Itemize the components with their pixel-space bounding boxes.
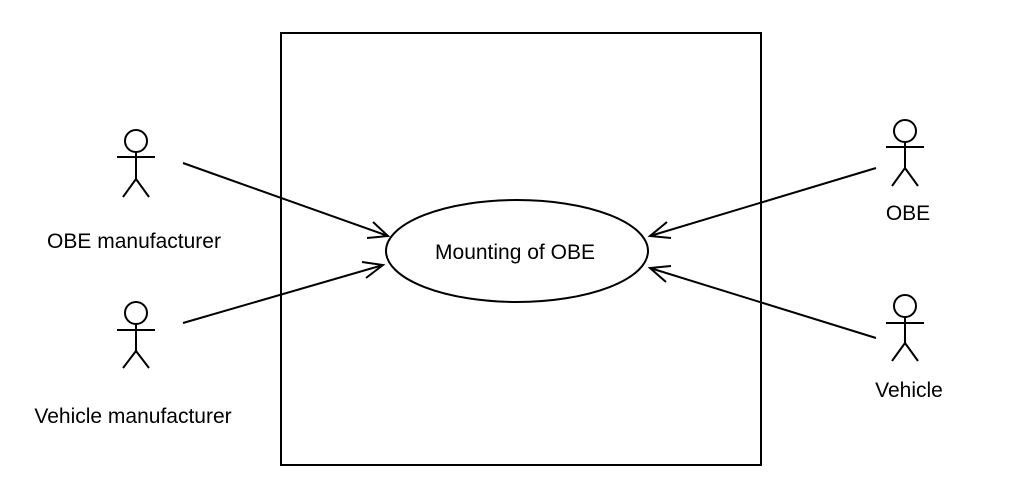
association-vehicle	[647, 265, 877, 339]
use-case-label: Mounting of OBE	[435, 241, 595, 264]
system-boundary	[280, 32, 762, 466]
actor-obe-manufacturer-label: OBE manufacturer	[47, 230, 221, 253]
use-case-ellipse	[385, 199, 649, 303]
actor-obe-label: OBE	[886, 202, 930, 225]
actor-vehicle-manufacturer	[117, 301, 155, 369]
association-vehicle-manufacturer	[182, 261, 386, 324]
actor-obe	[886, 119, 924, 187]
association-obe	[647, 167, 877, 239]
association-obe-manufacturer	[182, 162, 391, 239]
actor-vehicle-label: Vehicle	[875, 379, 943, 402]
actor-vehicle-manufacturer-label: Vehicle manufacturer	[34, 405, 231, 428]
actor-obe-manufacturer	[117, 129, 155, 198]
actor-vehicle	[886, 294, 924, 362]
